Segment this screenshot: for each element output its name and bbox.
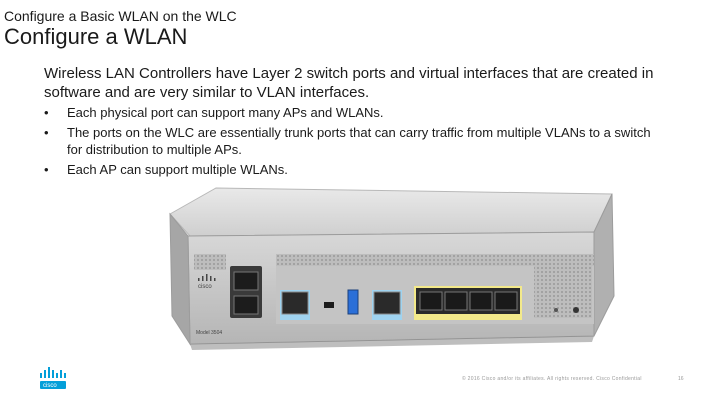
footer-copyright: © 2016 Cisco and/or its affiliates. All … bbox=[462, 376, 642, 382]
bullet-text: The ports on the WLC are essentially tru… bbox=[67, 125, 651, 157]
device-top bbox=[169, 187, 613, 237]
slide-title: Configure a WLAN bbox=[4, 24, 188, 49]
svg-text:cisco: cisco bbox=[198, 284, 212, 290]
cisco-logo-device: cisco bbox=[198, 274, 216, 290]
model-label: Model 3504 bbox=[196, 330, 222, 336]
bullet-symbol: • bbox=[44, 105, 49, 120]
list-item: • Each AP can support multiple WLANs. bbox=[44, 161, 664, 178]
slide-subtitle: Configure a Basic WLAN on the WLC bbox=[4, 8, 237, 24]
list-item: • The ports on the WLC are essentially t… bbox=[44, 124, 664, 158]
bullet-text: Each physical port can support many APs … bbox=[67, 105, 384, 120]
wireless-controller-image: Cisco 3500 Series Wireless Controller ci… bbox=[169, 187, 615, 350]
svg-text:cisco: cisco bbox=[43, 383, 57, 389]
intro-paragraph: Wireless LAN Controllers have Layer 2 sw… bbox=[44, 65, 654, 101]
cisco-logo-icon: cisco bbox=[40, 367, 66, 389]
bullet-symbol: • bbox=[44, 125, 49, 140]
list-item: • Each physical port can support many AP… bbox=[44, 104, 664, 121]
page-number: 16 bbox=[678, 376, 684, 382]
bullet-list: • Each physical port can support many AP… bbox=[44, 104, 664, 181]
bullet-symbol: • bbox=[44, 162, 49, 177]
bullet-text: Each AP can support multiple WLANs. bbox=[67, 162, 288, 177]
